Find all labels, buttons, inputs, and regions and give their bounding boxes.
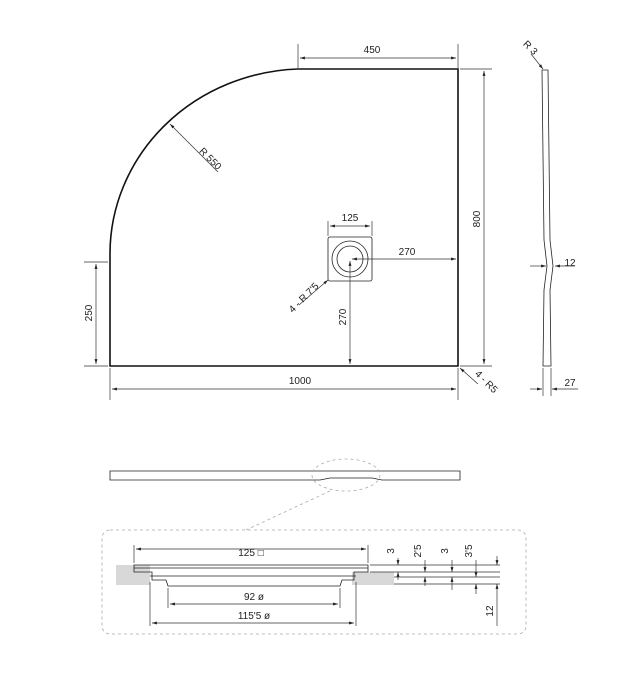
dim-top-width: 450 <box>364 45 381 56</box>
dim-detail-inner-diameter: 92 ø <box>244 592 264 603</box>
detail-callout-circle <box>311 458 381 492</box>
dim-side-bottom-thickness: 27 <box>564 378 576 389</box>
side-profile: R 3 12 27 <box>520 39 578 396</box>
dim-drain-offset-x: 270 <box>399 247 416 258</box>
detail-frame <box>101 529 527 635</box>
front-section <box>109 458 461 531</box>
detail-callout-leader <box>245 490 331 531</box>
dim-bottom-width: 1000 <box>289 376 312 387</box>
dim-detail-square: 125 □ <box>238 548 264 559</box>
detail-drain-body <box>133 564 369 587</box>
detail-tile-left <box>116 565 150 585</box>
detail-view: 125 □ 92 ø 115'5 ø 3 2'5 3 3'5 <box>101 529 527 635</box>
dim-detail-2-5: 2'5 <box>413 544 424 557</box>
dim-drain-corner-radius: 4 - R 7'5 <box>287 281 322 316</box>
dim-detail-12: 12 <box>485 605 496 617</box>
dim-detail-outer-diameter: 115'5 ø <box>238 611 270 622</box>
front-section-outline <box>109 470 461 481</box>
plan-view: 450 800 R 550 250 1000 125 270 <box>84 44 500 400</box>
dim-left-height: 250 <box>84 304 95 321</box>
dim-detail-3-5: 3'5 <box>464 544 475 557</box>
dim-detail-3a: 3 <box>386 548 397 554</box>
dim-side-top-radius: R 3 <box>520 39 539 58</box>
dim-detail-3b: 3 <box>440 548 451 554</box>
dim-radius-arc: R 550 <box>196 146 223 173</box>
tray-outline <box>109 68 459 367</box>
detail-tile-right <box>352 572 394 585</box>
dim-side-mid-thickness: 12 <box>564 258 576 269</box>
side-profile-outline <box>541 69 554 367</box>
dim-drain-square: 125 <box>342 213 359 224</box>
dim-right-height: 800 <box>472 210 483 227</box>
dim-drain-offset-y: 270 <box>338 308 349 325</box>
